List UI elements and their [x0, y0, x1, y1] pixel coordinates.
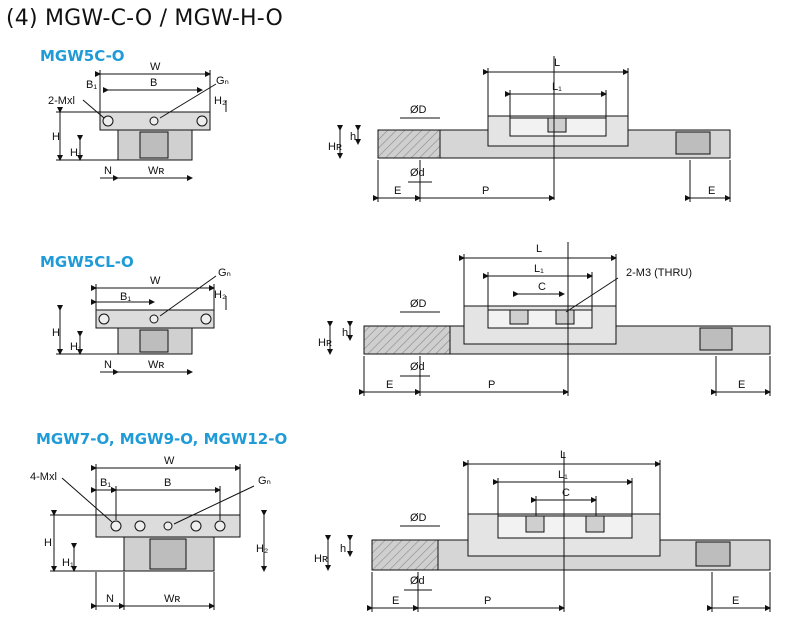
dim-c: C — [538, 281, 546, 293]
dim-od: ØD — [410, 104, 427, 116]
dim-small-h: h — [342, 327, 348, 339]
dim-wr: Wʀ — [148, 359, 164, 371]
mgw5c-end-labels: W B B₁ Gₙ 2-Mxl H₂ H H₁ N Wʀ — [48, 61, 229, 177]
dim-hr: Hʀ — [314, 553, 328, 565]
dim-small-h: h — [350, 131, 356, 143]
label-gn: Gₙ — [216, 75, 229, 87]
label-mx: 4-Mxl — [30, 471, 57, 483]
section-heading-mgw5c: MGW5C-O — [40, 47, 125, 65]
dim-e-left: E — [386, 379, 393, 391]
label-gn: Gₙ — [258, 475, 271, 487]
dim-l: L — [536, 243, 542, 255]
mgw7-side-view — [325, 452, 771, 612]
mgw5c-side-labels: L L₁ ØD Ød Hʀ h E P E — [328, 57, 715, 197]
dim-l: L — [560, 449, 566, 461]
dim-e-left: E — [392, 595, 399, 607]
dim-w: W — [150, 61, 161, 73]
dim-wr: Wʀ — [164, 593, 180, 605]
dim-od: ØD — [410, 298, 427, 310]
dim-l1: L₁ — [534, 263, 544, 275]
section-heading-mgw7-9-12: MGW7-O, MGW9-O, MGW12-O — [36, 430, 288, 448]
dim-b1: B₁ — [120, 291, 131, 303]
dim-n: N — [106, 593, 114, 605]
mgw5cl-side-labels: L L₁ C 2-M3 (THRU) ØD Ød Hʀ h E P E — [318, 243, 745, 391]
dim-p: P — [482, 185, 489, 197]
dim-id: Ød — [410, 361, 425, 373]
label-m3-thru: 2-M3 (THRU) — [626, 267, 692, 279]
dim-p: P — [488, 379, 495, 391]
dim-h: H — [52, 327, 60, 339]
mgw5c-side-view — [337, 56, 731, 202]
mgw5c-end-view — [56, 70, 227, 181]
dim-hr: Hʀ — [318, 337, 332, 349]
dim-h1: H₁ — [70, 147, 82, 159]
dim-l1: L₁ — [552, 81, 562, 93]
mgw5cl-end-labels: W B₁ Gₙ H₂ H H₁ N Wʀ — [52, 267, 231, 371]
dim-h1: H₁ — [70, 341, 82, 353]
dim-wr: Wʀ — [148, 165, 164, 177]
dim-e-right: E — [738, 379, 745, 391]
dim-e-left: E — [394, 185, 401, 197]
dim-b: B — [164, 477, 171, 489]
dim-n: N — [104, 165, 112, 177]
dim-e-right: E — [732, 595, 739, 607]
mgw7-end-view — [50, 464, 267, 610]
dim-od: ØD — [410, 512, 427, 524]
dim-h2: H₂ — [214, 95, 226, 107]
dim-small-h: h — [340, 543, 346, 555]
dim-h1: H₁ — [62, 557, 74, 569]
dim-l1: L₁ — [558, 469, 568, 481]
dim-h2: H₂ — [214, 289, 226, 301]
dim-id: Ød — [410, 575, 425, 587]
label-mx: 2-Mxl — [48, 95, 75, 107]
section-heading-mgw5cl: MGW5CL-O — [40, 253, 134, 271]
page-title: (4) MGW-C-O / MGW-H-O — [6, 6, 284, 31]
mgw5cl-side-view — [327, 242, 771, 396]
dim-e-right: E — [708, 185, 715, 197]
mgw7-side-labels: L L₁ C ØD Ød Hʀ h E P E — [314, 449, 739, 607]
dim-w: W — [150, 275, 161, 287]
dim-h2: H₂ — [256, 543, 268, 555]
dim-n: N — [104, 359, 112, 371]
mgw5cl-end-view — [56, 275, 227, 375]
dim-p: P — [484, 595, 491, 607]
dim-c: C — [562, 487, 570, 499]
dim-b1: B₁ — [100, 477, 111, 489]
dim-b: B — [150, 77, 157, 89]
dim-h: H — [44, 537, 52, 549]
dim-hr: Hʀ — [328, 141, 342, 153]
label-gn: Gₙ — [218, 267, 231, 279]
dim-l: L — [554, 57, 560, 69]
mgw7-end-labels: W B₁ B Gₙ 4-Mxl H H₁ H₂ N Wʀ — [30, 455, 271, 605]
dim-b1: B₁ — [86, 79, 97, 91]
dim-h: H — [52, 131, 60, 143]
dim-w: W — [164, 455, 175, 467]
dim-id: Ød — [410, 167, 425, 179]
